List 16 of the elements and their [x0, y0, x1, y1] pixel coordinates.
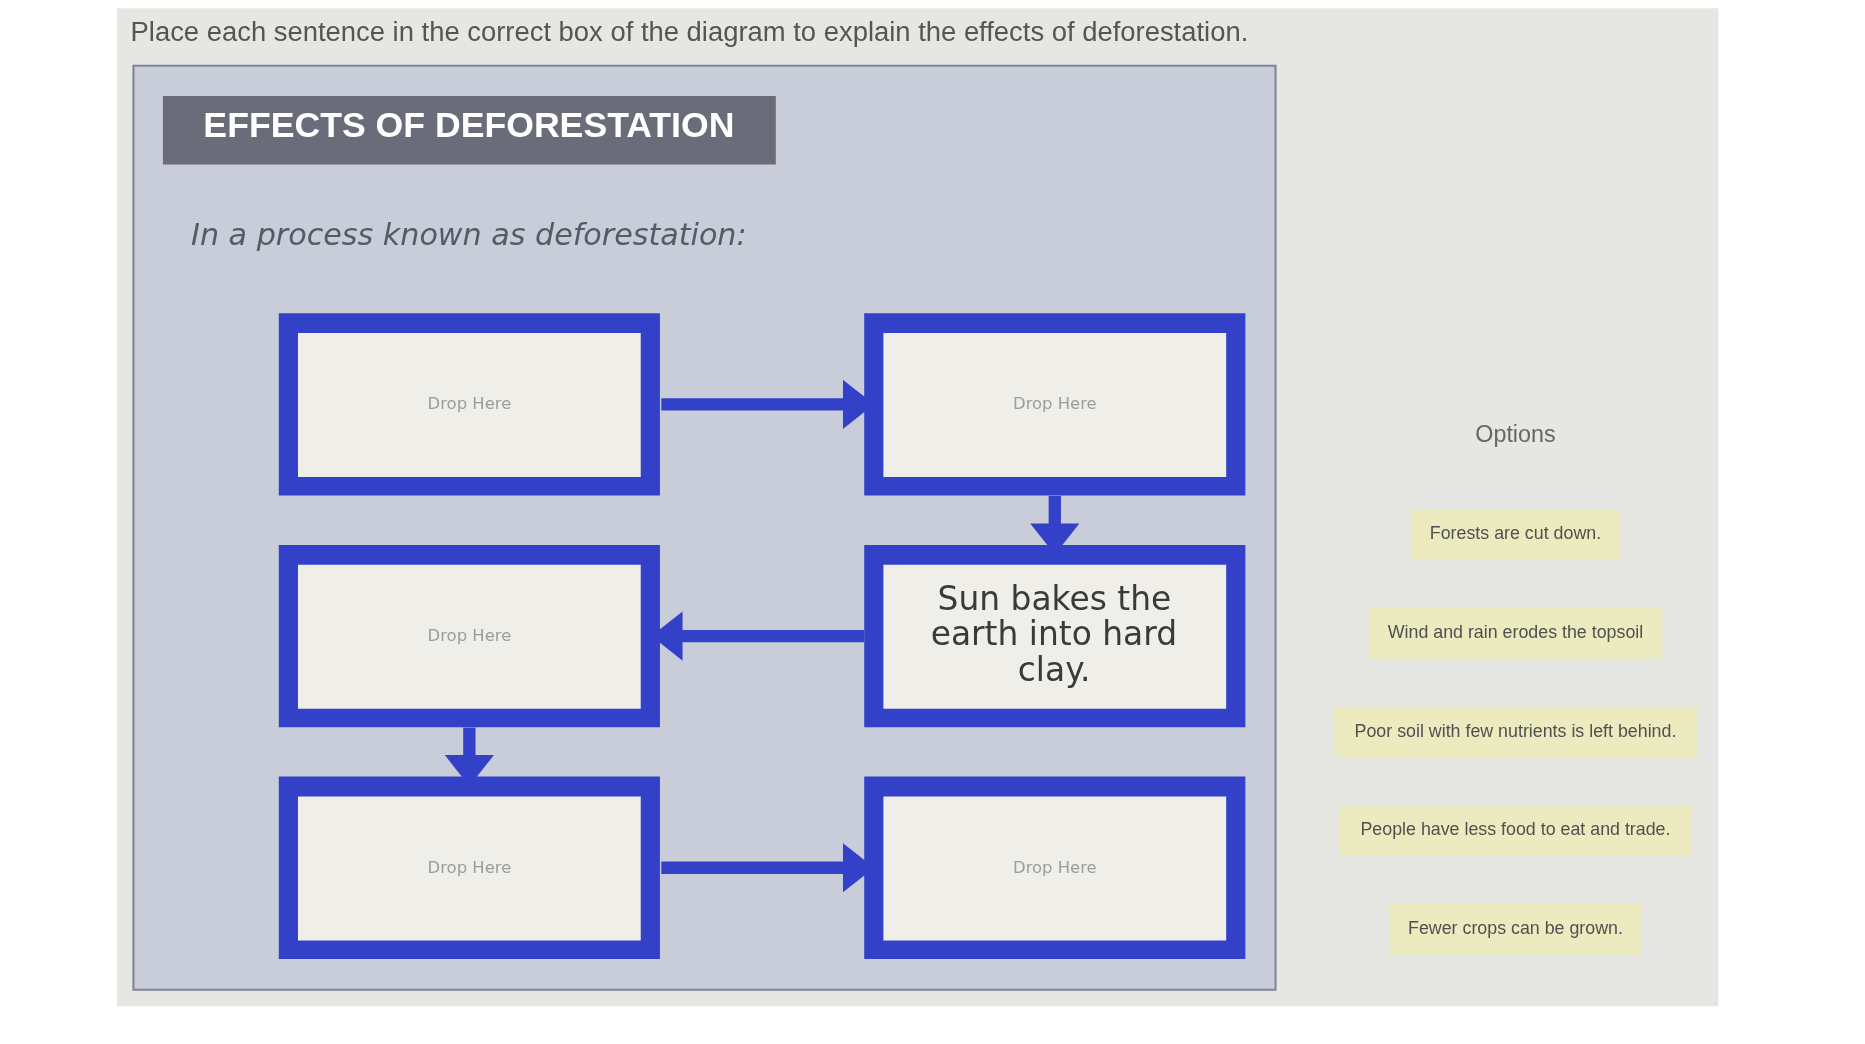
node-box: Wind and rain erodes the topsoil	[1368, 607, 1663, 659]
node-box: Poor soil with few nutrients is left behind.	[1333, 706, 1698, 758]
label: In a process known as deforestation:	[191, 216, 747, 252]
node-box: Fewer crops can be grown.	[1389, 904, 1642, 955]
node-box: Drop Here	[278, 313, 660, 496]
node-box: Drop Here	[864, 313, 1246, 496]
node-box: Forests are cut down.	[1411, 509, 1619, 560]
node-box: Drop Here	[278, 544, 660, 728]
node-box: People have less food to eat and trade.	[1339, 805, 1691, 857]
node-box: Sun bakes the earth into hard clay.	[864, 544, 1246, 728]
cluster	[132, 64, 1277, 991]
diagram-title: Place each sentence in the correct box of the diagram to explain the effects of deforestation.	[130, 16, 1249, 48]
node-box: EFFECTS OF DEFORESTATION	[162, 95, 776, 165]
node-box: Drop Here	[864, 776, 1246, 959]
node-box: Drop Here	[278, 776, 660, 959]
label: Options	[1475, 420, 1556, 447]
